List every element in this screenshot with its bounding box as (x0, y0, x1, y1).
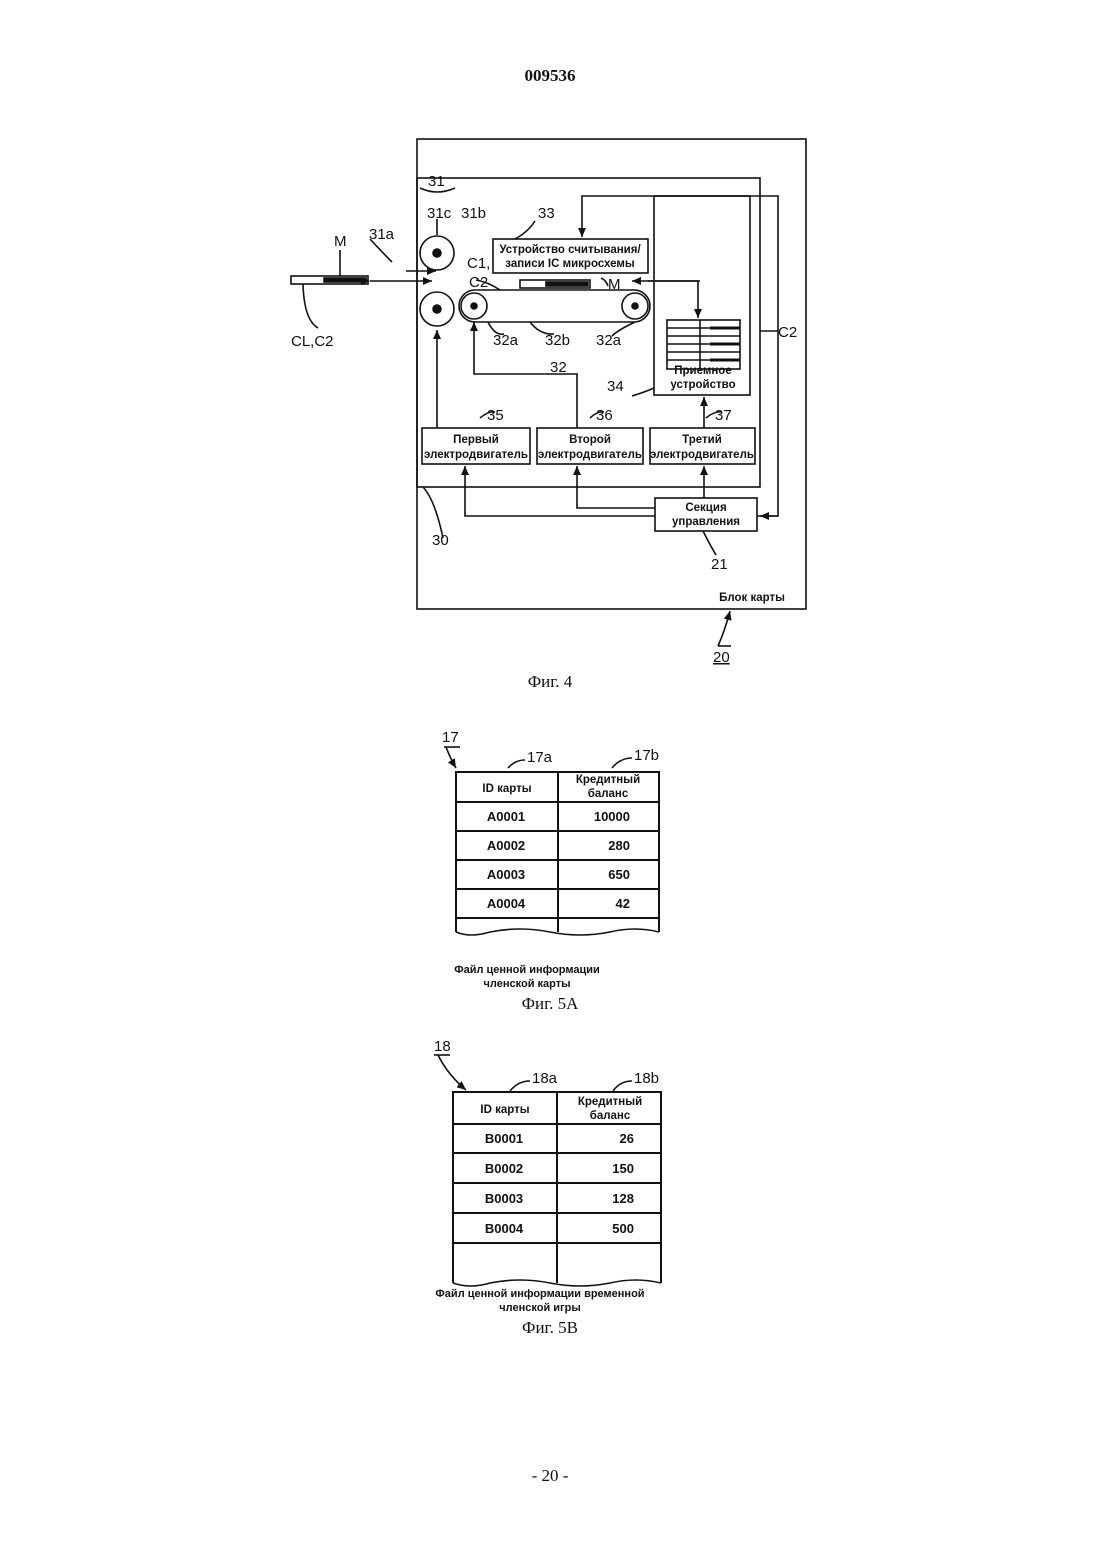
ref-17: 17 (442, 729, 459, 746)
figure-5b-caption: Фиг. 5В (0, 1318, 1100, 1338)
row-id: B0002 (485, 1161, 523, 1176)
label-M-belt: M (608, 276, 621, 293)
label-33: 33 (538, 205, 555, 222)
row-id: A0002 (487, 838, 525, 853)
control-text-2: управления (672, 516, 740, 528)
row-balance: 42 (616, 896, 630, 911)
label-21: 21 (711, 556, 728, 573)
col-id-header: ID карты (480, 1104, 529, 1116)
row-id: B0003 (485, 1191, 523, 1206)
reader-text-1: Устройство считывания/ (499, 244, 641, 256)
ref-17b: 17b (634, 747, 659, 764)
figure-5b-table: 18 18a 18b ID карты Кредитный баланс B00… (0, 1035, 1100, 1325)
motor1-text-1: Первый (453, 434, 499, 446)
label-36: 36 (596, 407, 613, 424)
row-balance: 10000 (594, 809, 630, 824)
row-balance: 280 (608, 838, 630, 853)
label-30: 30 (432, 532, 449, 549)
motor2-text-1: Второй (569, 434, 611, 446)
ref-18b: 18b (634, 1070, 659, 1087)
row-balance: 150 (612, 1161, 634, 1176)
file-caption-1: Файл ценной информации временной (435, 1288, 644, 1300)
page-number: - 20 - (0, 1466, 1100, 1486)
figure-4-diagram: 31 31c 31b 33 31a M C1, C2 M C2 32a 32b … (0, 0, 1100, 700)
label-C1: C1, (467, 255, 490, 272)
control-text-1: Секция (685, 502, 726, 514)
figure-5a-caption: Фиг. 5А (0, 994, 1100, 1014)
motor1-text-2: электродвигатель (424, 449, 528, 461)
label-35: 35 (487, 407, 504, 424)
ref-18: 18 (434, 1038, 451, 1055)
label-32a-right: 32a (596, 332, 622, 349)
row-balance: 500 (612, 1221, 634, 1236)
col-balance-header-1: Кредитный (576, 774, 640, 786)
card-stack (667, 320, 740, 369)
row-balance: 128 (612, 1191, 634, 1206)
row-id: B0004 (485, 1221, 524, 1236)
label-CL-C2: CL,C2 (291, 333, 334, 350)
row-id: A0003 (487, 867, 525, 882)
label-31a: 31a (369, 226, 395, 243)
label-37: 37 (715, 407, 732, 424)
label-32b: 32b (545, 332, 570, 349)
col-balance-header-2: баланс (588, 788, 629, 800)
label-C2-stack: C2 (778, 324, 797, 341)
label-32a-left: 32a (493, 332, 519, 349)
row-id: A0004 (487, 896, 526, 911)
label-M-card: M (334, 233, 347, 250)
receiver-text-2: устройство (670, 379, 735, 391)
reader-text-2: записи IC микросхемы (505, 258, 635, 270)
ref-18a: 18a (532, 1070, 558, 1087)
col-balance-header-2: баланс (590, 1110, 631, 1122)
motor3-text-2: электродвигатель (650, 449, 754, 461)
label-C2-belt: C2 (469, 274, 488, 291)
label-31: 31 (428, 173, 445, 190)
label-31b: 31b (461, 205, 486, 222)
col-id-header: ID карты (482, 783, 531, 795)
label-34: 34 (607, 378, 624, 395)
row-id: B0001 (485, 1131, 523, 1146)
ref-17a: 17a (527, 749, 553, 766)
col-balance-header-1: Кредитный (578, 1096, 642, 1108)
figure-5a-table: 17 17a 17b ID карты Кредитный баланс A00… (0, 710, 1100, 1010)
label-32: 32 (550, 359, 567, 376)
motor2-text-2: электродвигатель (538, 449, 642, 461)
row-balance: 650 (608, 867, 630, 882)
figure-4-caption: Фиг. 4 (0, 672, 1100, 692)
label-31c: 31c (427, 205, 452, 222)
row-id: A0001 (487, 809, 525, 824)
file-caption-2: членской карты (484, 978, 571, 990)
label-20: 20 (713, 649, 730, 666)
motor3-text-1: Третий (682, 434, 722, 446)
card-unit-text: Блок карты (719, 592, 785, 604)
receiver-text-1: Приемное (674, 365, 731, 377)
row-balance: 26 (620, 1131, 634, 1146)
file-caption-2: членской игры (499, 1302, 580, 1314)
file-caption-1: Файл ценной информации (454, 964, 600, 976)
